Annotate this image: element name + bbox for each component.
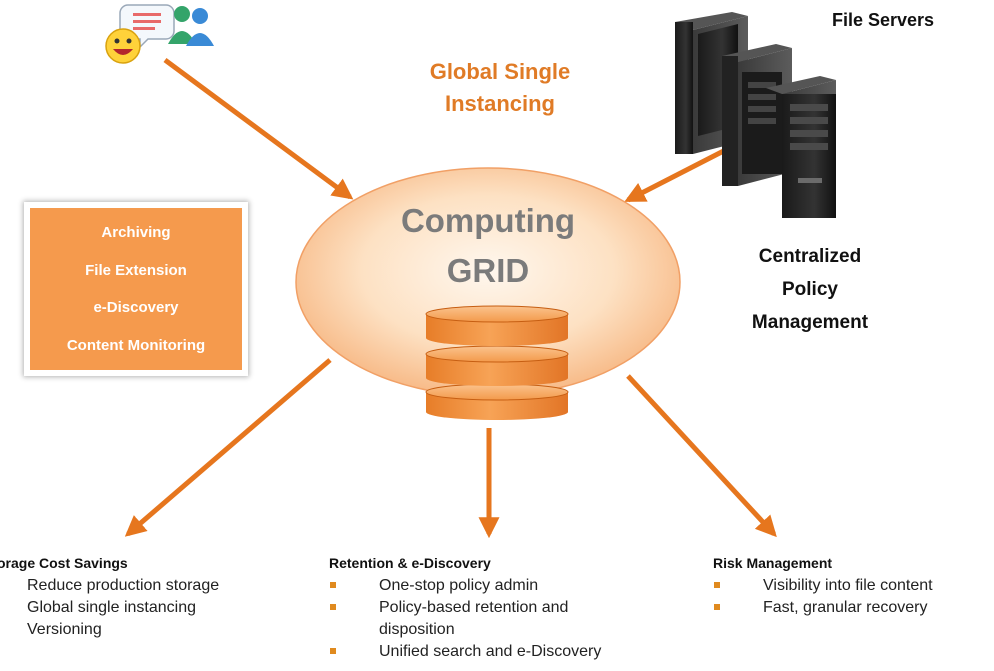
centralized-policy-line2: Policy [782,279,838,300]
column-title: Risk Management [713,555,833,571]
centralized-policy-label: Centralized Policy Management [720,240,900,339]
list-item: Global single instancing [27,599,196,616]
file-servers-label: File Servers [831,10,935,30]
list-item: One-stop policy admin [329,575,659,597]
list-item: Fast, granular recovery [713,597,993,619]
bullet-icon [330,582,336,588]
database-icon [425,305,569,420]
centralized-policy-line3: Management [751,312,869,333]
list-item: Unified search and e-Discovery [329,641,659,663]
computing-grid-title: Computing GRID [368,196,608,296]
arrow-grid-to-storage-savings [124,358,332,537]
bullet-icon [714,582,720,588]
list-item: Versioning [27,621,102,638]
column-risk-management: Risk Management Visibility into file con… [713,555,993,619]
bullet-icon [330,604,336,610]
column-title: orage Cost Savings [0,555,128,571]
feature-item-e-discovery: e-Discovery [93,299,179,316]
bullet-icon [714,604,720,610]
file-servers-icon [675,12,836,218]
centralized-policy-line1: Centralized [758,246,862,267]
column-retention-e-discovery: Retention & e-Discovery One-stop policy … [329,555,659,663]
feature-item-content-monitoring: Content Monitoring [66,336,206,354]
feature-box: Archiving File Extension e-Discovery Con… [24,202,248,376]
list-item: Policy-based retention and disposition [329,597,629,641]
global-single-instancing-label: Global Single Instancing [400,56,600,120]
arrow-messenger-to-grid [163,57,354,200]
global-single-instancing-line1: Global Single [429,59,571,84]
feature-item-file-extension: File Extension [85,261,187,279]
column-storage-cost-savings: orage Cost Savings Reduce production sto… [0,555,297,641]
arrow-grid-to-risk [626,374,777,538]
computing-grid-line2: GRID [446,252,530,289]
global-single-instancing-line2: Instancing [444,91,555,116]
bullet-icon [330,648,336,654]
feature-item-archiving: Archiving [101,224,171,241]
list-item: Reduce production storage [27,577,220,594]
computing-grid-line1: Computing [400,202,576,239]
messenger-users-icon [105,4,214,64]
column-title: Retention & e-Discovery [329,555,491,571]
list-item: Visibility into file content [713,575,993,597]
